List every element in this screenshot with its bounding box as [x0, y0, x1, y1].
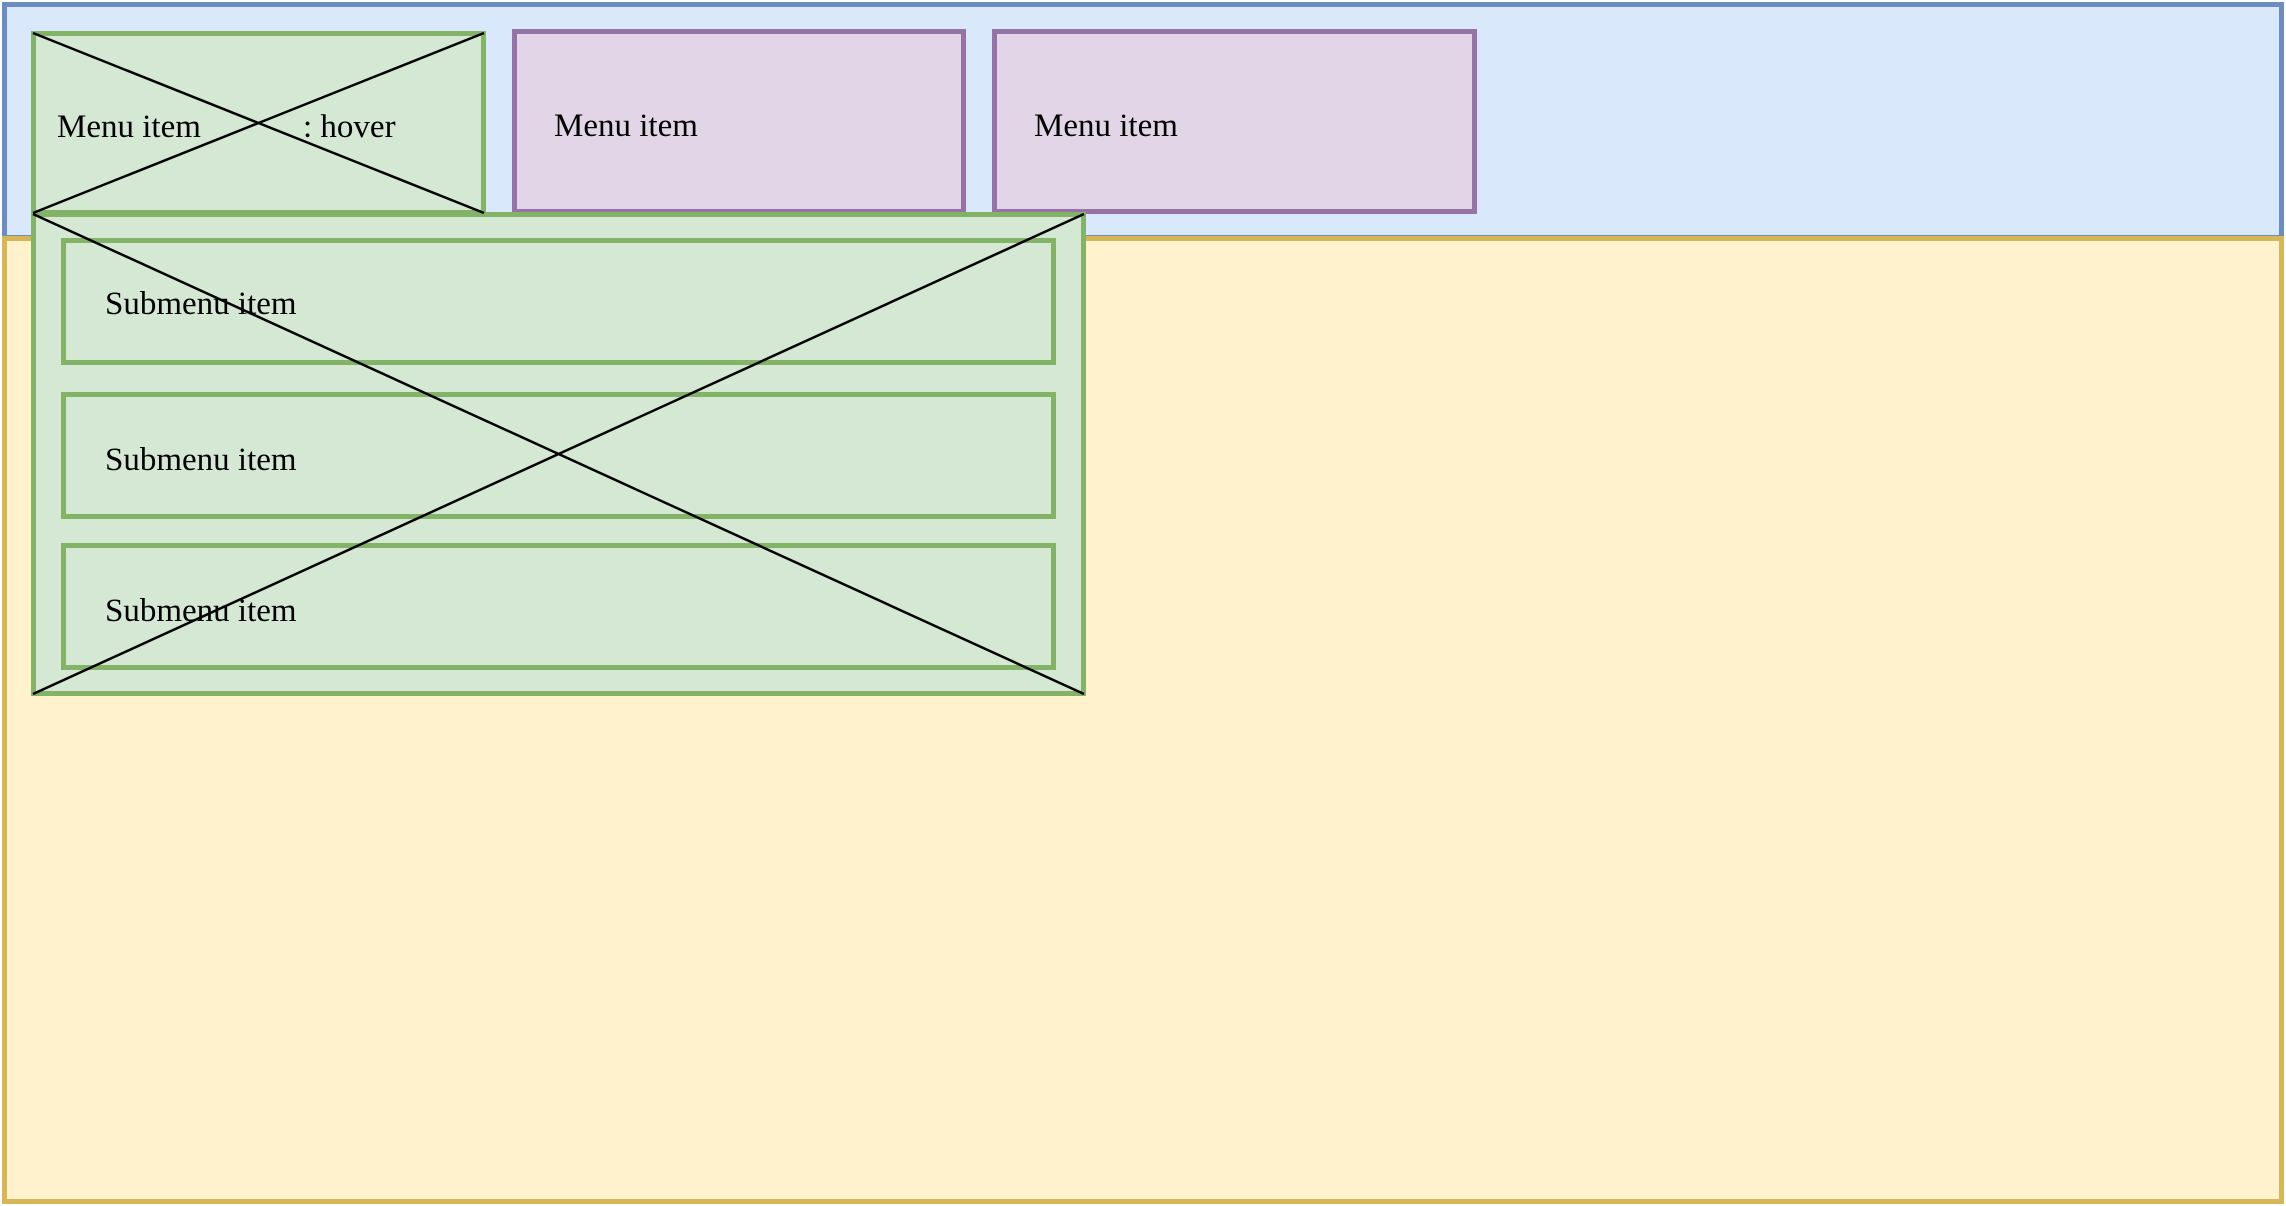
submenu-item-2-label: Submenu item: [105, 442, 297, 478]
submenu-item-2[interactable]: Submenu item: [61, 392, 1056, 519]
submenu-item-1[interactable]: Submenu item: [61, 238, 1056, 365]
menu-item-2[interactable]: Menu item: [512, 29, 966, 214]
submenu-item-1-label: Submenu item: [105, 286, 297, 322]
menu-item-hover-label: Menu item: [57, 109, 201, 145]
menu-item-2-label: Menu item: [554, 108, 698, 144]
menu-item-3[interactable]: Menu item: [992, 29, 1477, 214]
hover-state-label: : hover: [303, 109, 396, 145]
submenu-item-3[interactable]: Submenu item: [61, 543, 1056, 670]
menu-item-3-label: Menu item: [1034, 108, 1178, 144]
submenu-item-3-label: Submenu item: [105, 593, 297, 629]
